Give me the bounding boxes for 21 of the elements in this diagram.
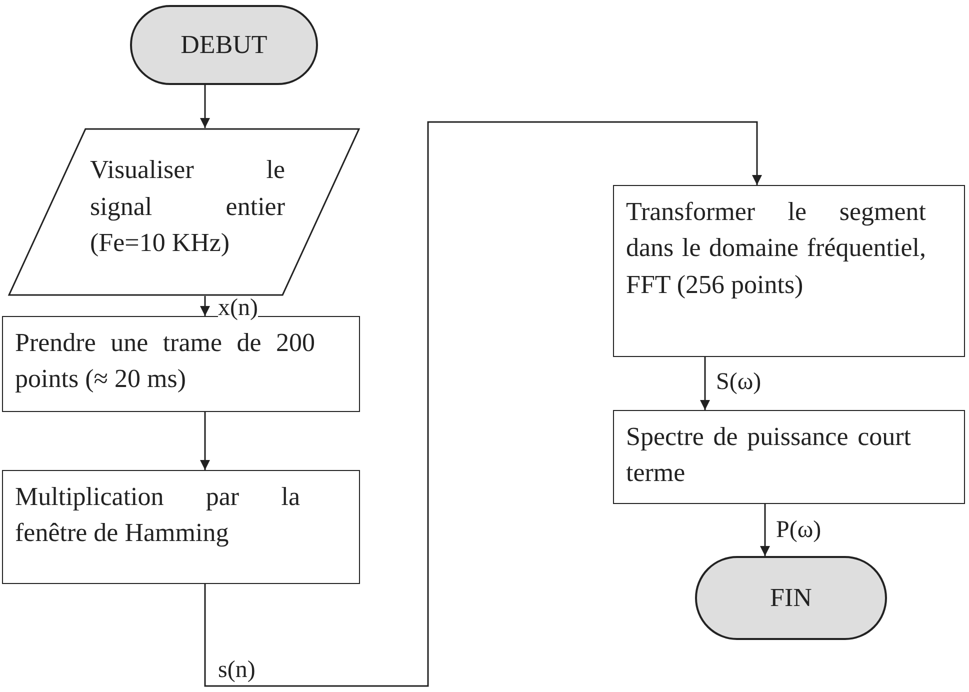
node-text: DEBUT xyxy=(180,28,268,61)
input-parallelogram xyxy=(8,128,360,296)
node-text: FIN xyxy=(770,582,812,614)
arrow xyxy=(760,504,770,556)
arrow xyxy=(204,121,762,687)
edge-label: S(ω) xyxy=(716,370,762,394)
arrow xyxy=(200,412,210,470)
edge-label: s(n) xyxy=(218,658,256,682)
node-text: Multiplication par la fenêtre de Hamming xyxy=(15,481,300,550)
node-text: Transformer le segment dans le domaine fréquentiel, FFT (256 points) xyxy=(626,196,926,301)
process-box xyxy=(613,410,965,504)
process-box xyxy=(2,470,360,584)
arrow xyxy=(200,85,210,128)
edge-label: x(n) xyxy=(218,296,258,320)
arrow xyxy=(200,296,210,316)
node-text: Visualiser le signal entier (Fe=10 KHz) xyxy=(90,154,285,260)
node-text: Spectre de puissance court terme xyxy=(626,421,911,490)
node-text: Prendre une trame de 200 points (≈ 20 ms) xyxy=(15,327,315,396)
arrow xyxy=(700,357,710,410)
edge-label: P(ω) xyxy=(776,518,822,542)
process-box xyxy=(613,185,965,357)
